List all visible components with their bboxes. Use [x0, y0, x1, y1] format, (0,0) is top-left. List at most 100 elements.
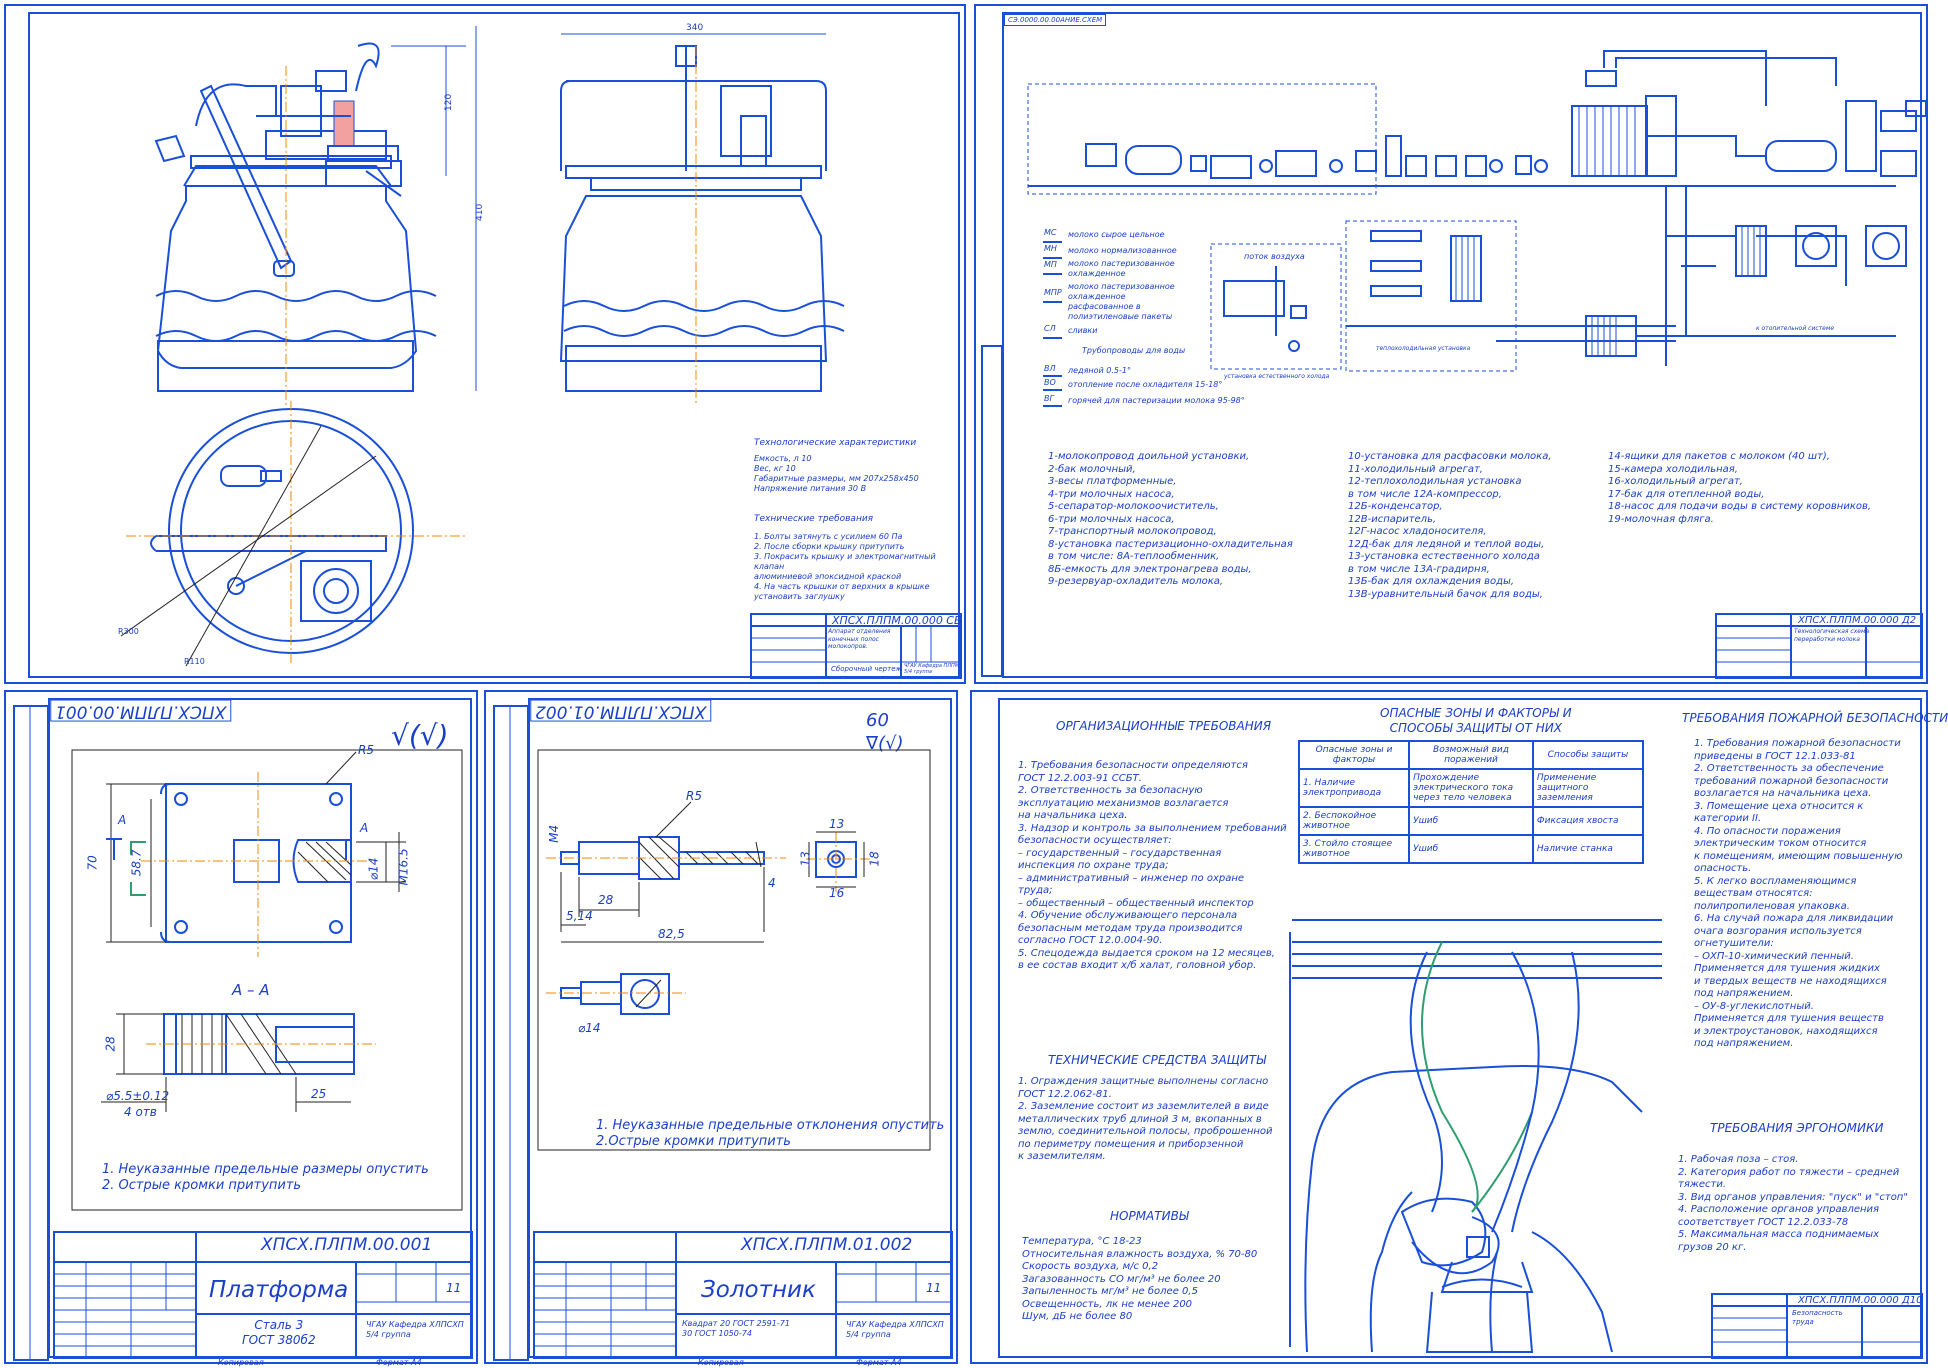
legend-code-sl: СЛ [1044, 324, 1056, 333]
label-air-flow: поток воздуха [1244, 252, 1305, 261]
legend-code-mp: МП [1044, 260, 1057, 269]
legend-text-vg: горячей для пастеризации молока 95-98° [1068, 396, 1245, 405]
sheet-platform: ХПСХ.ПЛПМ.00.001 √(√) [4, 690, 478, 1367]
spool-name: Золотник [701, 1277, 816, 1303]
platform-notes: 1. Неуказанные предельные размеры опусти… [102, 1162, 429, 1194]
ergonomics-heading: ТРЕБОВАНИЯ ЭРГОНОМИКИ [1710, 1121, 1884, 1135]
tech-means-text: 1. Ограждения защитные выполнены согласн… [1018, 1076, 1273, 1162]
safety-frame [998, 698, 1922, 1358]
platform-material: Сталь 3 ГОСТ 380б2 [242, 1318, 316, 1347]
dim-28: 28 [103, 1036, 118, 1052]
dim-a-left: A [118, 813, 127, 827]
assembly-stamp: Сборочный чертеж [831, 665, 902, 673]
legend-code-mn: МН [1044, 244, 1057, 253]
platform-format: Формат А4 [376, 1358, 422, 1367]
equipment-list-col1: 1-молокопровод доильной установки, 2-бак… [1048, 451, 1293, 587]
platform-org: ЧГАУ Кафедра ХЛПСХП 5/4 группа [366, 1320, 464, 1339]
legend-text-mn: молоко нормализованное [1068, 246, 1177, 255]
hazard-row1-injury: Прохождение электрического тока через те… [1408, 768, 1534, 808]
spool-scale: 11 [926, 1281, 942, 1295]
section-label: A – A [232, 981, 270, 999]
dim-hole: ⌀5.5±0.12 [106, 1089, 170, 1103]
norms-text: Температура, °С 18-23 Относительная влаж… [1022, 1236, 1258, 1322]
tech-specs: Емкость, л 10 Вес, кг 10 Габаритные разм… [754, 454, 919, 493]
norms-heading: НОРМАТИВЫ [1110, 1209, 1189, 1223]
scheme-graphics [981, 50, 1927, 679]
fire-safety-text: 1. Требования пожарной безопасности прив… [1694, 738, 1903, 1049]
ergonomics-text: 1. Рабочая поза – стоя. 2. Категория раб… [1678, 1154, 1908, 1253]
legend-text-vl: ледяной 0.5-1° [1068, 366, 1131, 375]
spool-dim-5-14: 5,14 [566, 909, 593, 923]
legend-markers [1043, 241, 1062, 407]
legend-code-vl: ВЛ [1044, 364, 1056, 373]
requirements-list: 1. Болты затянуть с усилием 60 Па 2. Пос… [754, 532, 936, 601]
hazard-row3-protection: Наличие станка [1531, 834, 1645, 864]
org-requirements-text: 1. Требования безопасности определяются … [1018, 760, 1287, 971]
hazard-head-injury: Возможный вид поражений [1408, 740, 1534, 770]
scheme-title-block [1715, 613, 1923, 679]
spool-dim-d14: ⌀14 [578, 1021, 601, 1035]
hazard-head-zone: Опасные зоны и факторы [1297, 740, 1411, 770]
dim-340: 340 [686, 23, 703, 33]
assembly-drawing-graphics: 120 410 340 [118, 23, 962, 679]
dim-m16-5: M16.5 [396, 848, 411, 886]
hazard-row3-injury: Ушиб [1408, 834, 1534, 864]
tech-specs-title: Технологические характеристики [754, 438, 917, 448]
sheet-assembly-drawing: 120 410 340 [4, 4, 966, 684]
platform-code: ХПСХ.ПЛПМ.00.001 [261, 1235, 433, 1255]
scheme-code: ХПСХ.ПЛПМ.00.000 Д2 [1798, 615, 1917, 626]
legend-code-ms: МС [1044, 228, 1057, 237]
fire-safety-heading: ТРЕБОВАНИЯ ПОЖАРНОЙ БЕЗОПАСНОСТИ [1682, 711, 1948, 725]
dim-r110: R110 [184, 657, 205, 666]
dim-410: 410 [475, 204, 485, 221]
legend-text-sl: сливки [1068, 326, 1098, 335]
platform-section-view [101, 1013, 376, 1112]
sheet-spool: ХПСХ.ПЛПМ.01.002 60 ∇(√) [484, 690, 958, 1367]
spool-dim-r5: R5 [686, 789, 702, 803]
equipment-list-col2: 10-установка для расфасовки молока, 11-х… [1348, 451, 1552, 600]
scheme-name: Технологическая схема переработки молока [1794, 628, 1870, 643]
hazard-table: Опасные зоны и факторы Возможный вид пор… [1297, 740, 1645, 864]
label-to-heating: к отопительной системе [1756, 325, 1835, 332]
safety-title-block [1711, 1293, 1923, 1359]
spool-format: Формат А4 [856, 1358, 902, 1367]
legend-text-mp: молоко пастеризованное охлажденное [1068, 259, 1175, 278]
cow-milking-illustration [1289, 919, 1923, 1359]
equipment-list-col3: 14-ящики для пакетов с молоком (40 шт), … [1608, 451, 1872, 525]
spool-roughness: 60 ∇(√) [866, 710, 904, 754]
spool-notes: 1. Неуказанные предельные отклонения опу… [596, 1118, 945, 1150]
platform-name: Платформа [209, 1277, 349, 1303]
spool-title-block [533, 1231, 953, 1359]
spool-dim-18: 18 [867, 851, 882, 867]
sheet-safety: ОРГАНИЗАЦИОННЫЕ ТРЕБОВАНИЯ 1. Требования… [970, 690, 1948, 1364]
assembly-name: Аппарат отделения конечных полос молокоп… [828, 628, 891, 650]
hazard-row2-zone: 2. Беспокойное животное [1297, 806, 1411, 836]
dim-r5: R5 [358, 743, 374, 757]
dim-a-right: A [360, 821, 369, 835]
dim-r300: R300 [118, 627, 139, 636]
can-front-view: 340 [559, 23, 845, 406]
legend-text-mpr: молоко пастеризованное охлажденное расфа… [1068, 282, 1175, 321]
legend-code-vo: ВО [1044, 378, 1056, 387]
dim-70: 70 [85, 855, 100, 871]
hazard-row3-zone: 3. Стойло стоящее животное [1297, 834, 1411, 864]
sheet-technological-scheme: СЭ.0000.00.00АНИЕ.СХЕМ [974, 4, 1928, 684]
hazard-row1-protection: Применение защитного заземления [1531, 768, 1645, 808]
legend-code-vg: ВГ [1044, 394, 1054, 403]
spool-dim-82-5: 82,5 [658, 927, 685, 941]
assembly-org: ЧГАУ Кафедра ПЛПМ 5/4 группа [904, 663, 960, 676]
spool-dim-4: 4 [768, 876, 776, 890]
spool-code: ХПСХ.ПЛПМ.01.002 [741, 1235, 913, 1255]
spool-dim-m4: M4 [547, 824, 562, 843]
dim-58-7: 58.7 [129, 849, 144, 877]
hazard-row1-zone: 1. Наличие электропривода [1297, 768, 1411, 808]
spool-drawing [493, 705, 953, 1361]
lid-top-view: R300 R110 [118, 401, 466, 667]
legend-code-mpr: МПР [1044, 288, 1062, 297]
platform-title-block [53, 1231, 473, 1359]
legend-text-vo: отопление после охладителя 15-18° [1068, 380, 1223, 389]
pipe-title: Трубопроводы для воды [1082, 346, 1186, 355]
assembly-title-block [750, 613, 962, 679]
org-requirements-heading: ОРГАНИЗАЦИОННЫЕ ТРЕБОВАНИЯ [1056, 719, 1272, 733]
legend-text-ms: молоко сырое цельное [1068, 230, 1165, 239]
